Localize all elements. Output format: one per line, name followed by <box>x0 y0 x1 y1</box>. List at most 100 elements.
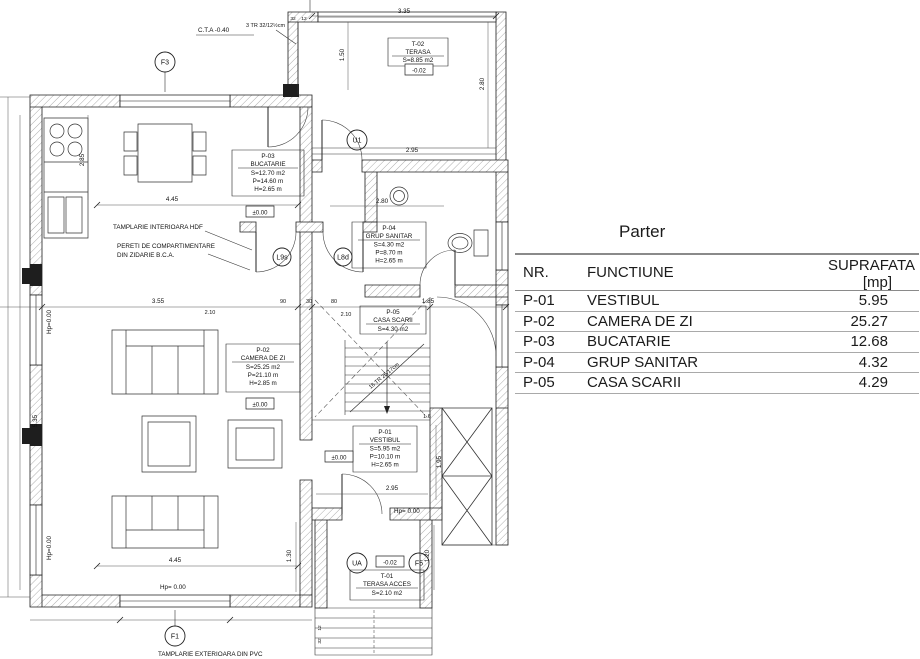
schedule-table: NR. FUNCTIUNE SUPRAFATA [mp] P-01 VESTIB… <box>515 253 919 394</box>
stove-burner <box>67 123 83 139</box>
bathroom-sink-basin <box>393 190 405 202</box>
partition-walls-note-2: DIN ZIDARIE B.C.A. <box>117 252 175 259</box>
row-functiune: BUCATARIE <box>587 333 671 351</box>
marker-circle-l8d <box>333 247 353 267</box>
room-name-underlines <box>232 55 444 589</box>
room-name: TERASA ACCES <box>363 581 411 588</box>
kitchen-sink <box>47 196 83 234</box>
room-area: S=5.95 m2 <box>370 446 401 453</box>
marker-label-f5: F5 <box>415 561 423 568</box>
parapet-note: Hp=0.00 <box>46 310 53 334</box>
level-badge: ±0.00 <box>253 211 269 217</box>
dimension-texts: 3.35 1.50 2.80 2.95 32 12 2.85 4.45 2.80… <box>32 8 486 644</box>
room-area: S=2.10 m2 <box>372 590 403 597</box>
row-area: 25.27 <box>850 312 888 330</box>
room-name: CASA SCARII <box>373 317 413 324</box>
room-height: H=2.85 m <box>249 380 276 387</box>
room-name: VESTIBUL <box>370 437 401 444</box>
level-badge: -0.02 <box>412 69 426 75</box>
marker-label-f1: F1 <box>171 634 179 641</box>
marker-label-l9s: L9s <box>276 255 288 262</box>
schedule-title: Parter <box>619 222 666 241</box>
col-header-nr: NR. <box>523 264 549 281</box>
staircase <box>314 299 430 655</box>
dining-table <box>137 123 193 183</box>
room-id: P-04 <box>382 225 396 232</box>
row-area: 4.32 <box>858 353 888 371</box>
marker-circle-u1 <box>346 129 368 151</box>
dim-text: 2.85 <box>79 153 86 166</box>
coffee-table <box>141 415 197 473</box>
col-header-unit: [mp] <box>862 274 892 291</box>
terrace-steps-note: 3 TR 32/12½cm <box>246 22 285 29</box>
dim-text: 4.45 <box>166 196 179 203</box>
room-labels: P-03 BUCATARIE S=12.70 m2 P=14.60 m H=2.… <box>241 41 434 597</box>
bathroom-sink <box>389 186 409 206</box>
dining-chairs <box>123 131 207 176</box>
kitchen-fixtures <box>43 117 207 239</box>
toilet-bowl <box>447 233 473 253</box>
marker-circle-f3 <box>154 51 176 73</box>
living-room-furniture <box>111 329 283 549</box>
marker-labels: F3 U1 L9s L8d UA F5 F1 <box>161 60 423 641</box>
dim-text: 1.95 <box>436 455 443 468</box>
table-row: P-05 CASA SCARII 4.29 <box>515 373 919 394</box>
room-id: T-02 <box>412 41 425 48</box>
dim-text: 12 <box>301 16 307 22</box>
level-badge: ±0.00 <box>253 403 269 409</box>
room-perimeter: P=10.10 m <box>370 454 401 461</box>
table-row: P-01 VESTIBUL 5.95 <box>515 291 919 312</box>
row-area: 4.29 <box>858 374 888 392</box>
room-height: H=2.65 m <box>375 258 402 265</box>
marker-label-u1: U1 <box>353 138 362 145</box>
dim-text: 30 <box>306 299 312 305</box>
room-id: P-02 <box>256 347 270 354</box>
dimension-ticks <box>38 12 510 624</box>
stair-direction-arrow <box>384 406 390 414</box>
parapet-note: Hp= 0.00 <box>394 508 420 515</box>
dim-text: 3.35 <box>398 8 411 15</box>
row-functiune: CAMERA DE ZI <box>587 312 693 330</box>
dim-text: 1.20 <box>424 549 431 562</box>
bathroom-fixtures <box>389 186 489 257</box>
dim-text: 2.80 <box>376 198 389 205</box>
dim-text: 1.30 <box>286 549 293 562</box>
table-row: P-04 GRUP SANITAR 4.32 <box>515 353 919 373</box>
sofa-top <box>111 329 219 395</box>
dim-text: 1.50 <box>339 48 346 61</box>
row-nr: P-03 <box>523 333 555 351</box>
row-nr: P-04 <box>523 353 555 371</box>
parapet-note: Hp=0.00 <box>46 536 53 560</box>
partition-walls-note-1: PERETI DE COMPARTIMENTARE <box>117 243 215 250</box>
room-name: TERASA <box>405 49 431 56</box>
room-id: P-05 <box>386 309 400 316</box>
sofa-bottom <box>111 495 219 549</box>
plan-markers <box>154 51 430 647</box>
dim-text: 2.10 <box>205 310 216 316</box>
room-height: H=2.65 m <box>254 186 281 193</box>
room-area: S=4.30 m2 <box>378 326 409 333</box>
row-nr: P-01 <box>523 292 555 310</box>
col-header-suprafata-label: SUPRAFATA <box>828 257 915 274</box>
dim-text: 4.45 <box>169 557 182 564</box>
row-functiune: VESTIBUL <box>587 292 660 310</box>
level-badge: -0.02 <box>383 561 397 567</box>
dim-text: 2.95 <box>406 147 419 154</box>
room-id: P-03 <box>261 153 275 160</box>
armchair <box>227 419 283 469</box>
dim-text: 80 <box>331 299 337 305</box>
marker-label-f3: F3 <box>161 60 169 67</box>
dimension-lines <box>0 15 508 621</box>
dim-text: 3.55 <box>152 298 165 305</box>
stove-burner <box>49 141 65 157</box>
stove-burner <box>49 123 65 139</box>
marker-circle-ua <box>346 552 368 574</box>
toilet-tank <box>473 229 489 257</box>
marker-circle-f1 <box>164 625 186 647</box>
stair-void-diagonals <box>314 299 428 418</box>
row-area: 12.68 <box>850 333 888 351</box>
row-area: 5.95 <box>858 292 888 310</box>
room-perimeter: P=14.60 m <box>253 178 284 185</box>
dim-text: 2.10 <box>341 312 352 318</box>
room-id: P-01 <box>378 429 392 436</box>
